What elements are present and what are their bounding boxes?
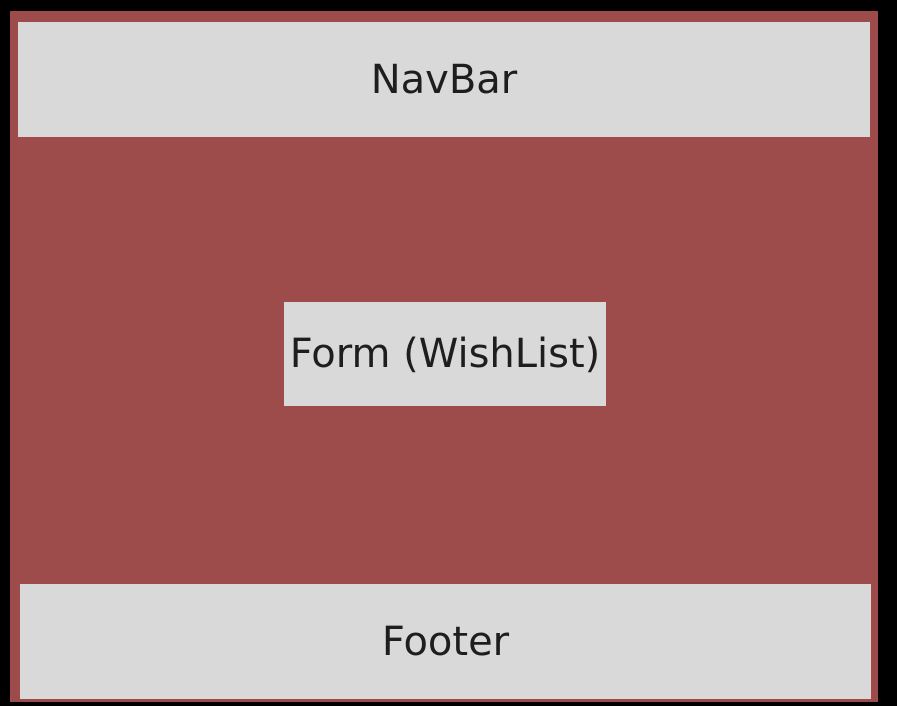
form-label: Form (WishList)	[289, 331, 601, 377]
navbar-label: NavBar	[370, 56, 518, 103]
navbar-block: NavBar	[18, 22, 870, 137]
footer-label: Footer	[381, 618, 510, 665]
wishlist-form-block: Form (WishList)	[284, 302, 606, 406]
footer-block: Footer	[20, 584, 871, 699]
